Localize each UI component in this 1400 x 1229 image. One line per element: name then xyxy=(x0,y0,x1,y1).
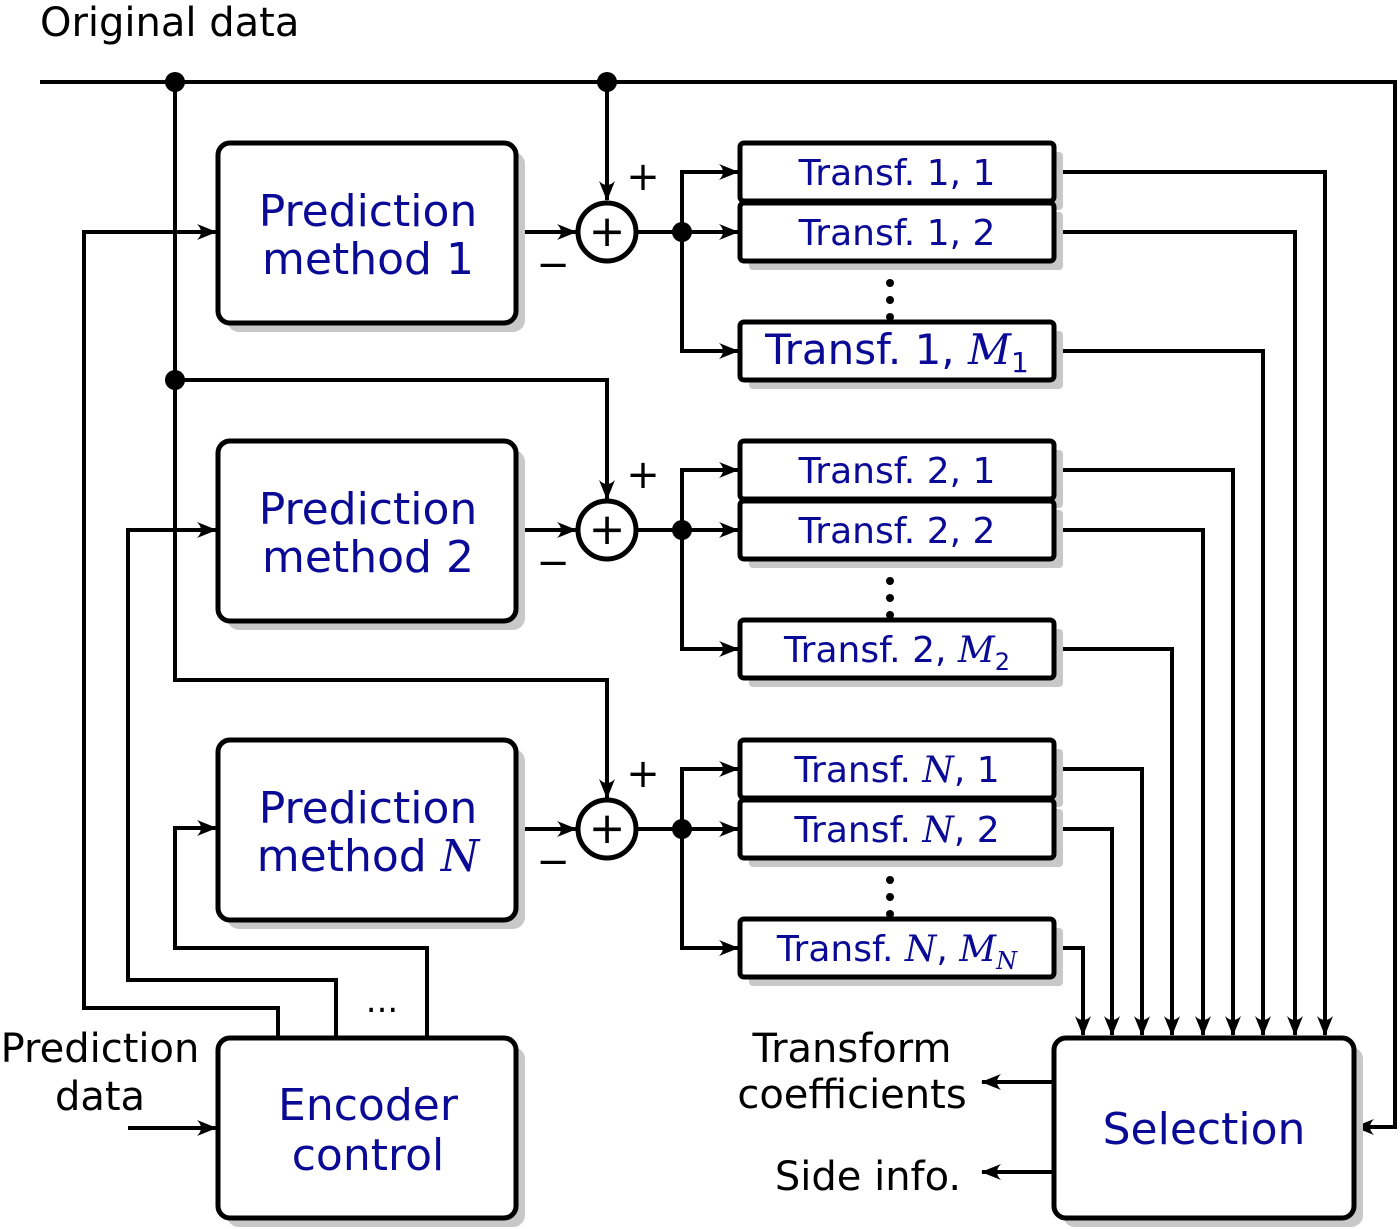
vertical-ellipsis-dot xyxy=(886,594,894,602)
vertical-ellipsis-dot xyxy=(886,296,894,304)
control-to-prediction-1 xyxy=(82,224,280,1038)
transform-block-label: Transf. N, 2 xyxy=(793,810,999,851)
minus-sign: − xyxy=(536,839,570,885)
transform-to-selection xyxy=(1054,827,1120,1036)
junction-dot xyxy=(597,72,617,92)
prediction-data-label-line2: data xyxy=(55,1074,145,1120)
residual-to-transf-1 xyxy=(680,462,739,530)
control-ellipsis: ... xyxy=(366,981,398,1021)
vertical-ellipsis-dot xyxy=(886,611,894,619)
transform-block-label: Transf. 2, 1 xyxy=(798,451,996,492)
summing-junction xyxy=(575,200,639,264)
vertical-ellipsis-dot xyxy=(886,313,894,321)
minus-sign: − xyxy=(536,540,570,586)
residual-to-transf-M xyxy=(680,232,739,359)
transform-block xyxy=(737,797,1057,861)
residual-to-transf-1 xyxy=(680,761,739,829)
prediction-block-label-line1: Prediction xyxy=(259,783,478,834)
transform-coefficients-label-line1: Transform xyxy=(752,1026,952,1072)
prediction-block-label-line1: Prediction xyxy=(259,484,478,535)
sum-plus-symbol: + xyxy=(589,504,626,555)
transform-to-selection xyxy=(1054,946,1091,1036)
control-to-prediction-N xyxy=(173,820,429,1038)
encoder-control-label-line2: control xyxy=(292,1130,445,1181)
junction-dot xyxy=(672,520,692,540)
transform-block xyxy=(737,319,1057,383)
junction-dot xyxy=(672,222,692,242)
minus-sign: − xyxy=(536,242,570,288)
plus-sign: + xyxy=(626,154,660,200)
sum-plus-symbol: + xyxy=(589,206,626,257)
encoder-control-label-line1: Encoder xyxy=(278,1080,459,1131)
summing-junction xyxy=(575,498,639,562)
selection-label: Selection xyxy=(1103,1104,1306,1155)
transform-block-label: Transf. 2, 2 xyxy=(798,511,996,552)
vertical-ellipsis-dot xyxy=(886,876,894,884)
transform-coefficients-label-line2: coefficients xyxy=(737,1072,966,1118)
vertical-ellipsis-dot xyxy=(886,577,894,585)
vertical-ellipsis-dot xyxy=(886,893,894,901)
junction-dot xyxy=(165,72,185,92)
title-label: Original data xyxy=(40,0,299,46)
residual-to-transf-M xyxy=(680,530,739,657)
transform-to-selection xyxy=(1054,767,1150,1036)
prediction-block-label-line2: method 1 xyxy=(262,234,474,285)
transform-to-selection xyxy=(1054,468,1241,1036)
plus-sign: + xyxy=(626,452,660,498)
sum-plus-symbol: + xyxy=(589,803,626,854)
prediction-data-label-line1: Prediction xyxy=(1,1026,200,1072)
transform-block-label: Transf. 1, M1 xyxy=(764,325,1029,379)
original-data-bus xyxy=(40,80,1397,1135)
selection-block xyxy=(1051,1035,1357,1221)
transform-block-label: Transf. 1, 2 xyxy=(798,213,996,254)
vertical-ellipsis-dot xyxy=(886,279,894,287)
transform-block-label: Transf. 2, M2 xyxy=(783,630,1010,676)
prediction-block-label-line2: method 2 xyxy=(262,532,474,583)
residual-to-transf-1 xyxy=(680,164,739,232)
trunk-to-sum-2 xyxy=(175,378,615,500)
prediction-method-block-1 xyxy=(215,140,519,326)
transform-block-label: Transf. 1, 1 xyxy=(798,153,996,194)
transform-block xyxy=(737,200,1057,264)
transform-block xyxy=(737,916,1057,980)
transform-to-selection xyxy=(1054,170,1333,1036)
transform-block xyxy=(737,498,1057,562)
prediction-block-label-line1: Prediction xyxy=(259,186,478,237)
junction-dot xyxy=(165,370,185,390)
junction-dot xyxy=(672,819,692,839)
prediction-block-label-line2: method N xyxy=(257,831,481,882)
transform-block xyxy=(737,617,1057,681)
transform-to-selection xyxy=(1054,230,1303,1036)
transform-block-label: Transf. N, 1 xyxy=(793,750,999,791)
summing-junction xyxy=(575,797,639,861)
vertical-ellipsis-dot xyxy=(886,910,894,918)
residual-to-transf-M xyxy=(680,829,739,956)
encoder-control-block xyxy=(215,1035,519,1221)
transform-to-selection xyxy=(1054,647,1180,1036)
transform-to-selection xyxy=(1054,528,1211,1036)
side-info-label: Side info. xyxy=(775,1154,961,1200)
transform-to-selection xyxy=(1054,349,1271,1036)
control-to-prediction-2 xyxy=(126,522,338,1038)
prediction-method-block-2 xyxy=(215,438,519,624)
plus-sign: + xyxy=(626,751,660,797)
prediction-method-block-3 xyxy=(215,737,519,923)
transform-block-label: Transf. N, MN xyxy=(776,929,1018,975)
